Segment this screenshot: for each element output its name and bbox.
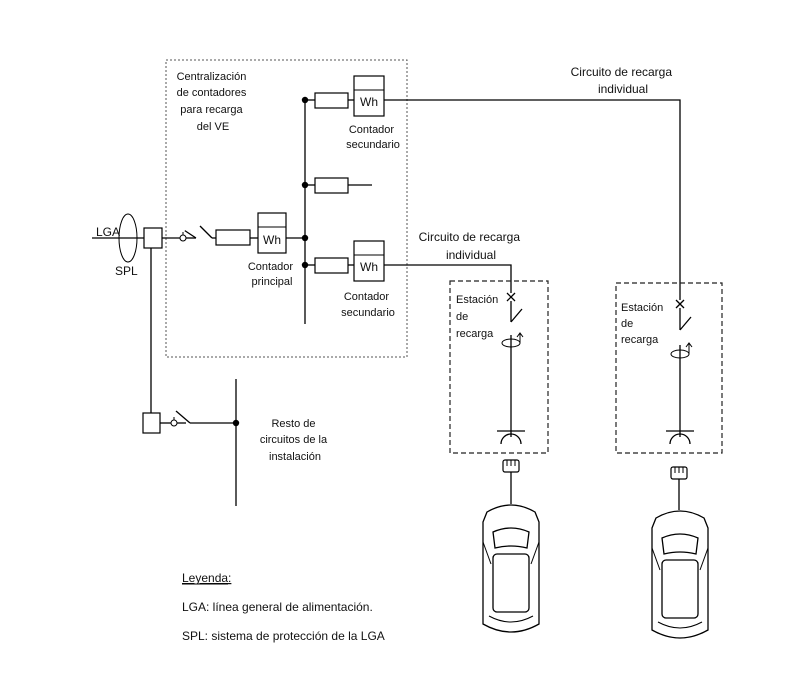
svg-text:Estación de recarg: Estación de recarga <box>621 302 666 346</box>
secondary-meter-bottom-label: Contador secundario <box>341 291 395 319</box>
circuit-line-right <box>384 99 681 300</box>
legend-title: Leyenda: <box>182 571 231 585</box>
legend-item: SPL: sistema de protección de la LGA <box>182 629 385 643</box>
circuit-middle-label: Circuito de recarga individual <box>419 230 524 262</box>
secondary-meter-top <box>353 75 385 117</box>
svg-text:Wh: Wh <box>360 95 378 109</box>
spl-protection-box <box>143 227 163 249</box>
spl-label: SPL <box>115 264 138 278</box>
secondary-meter-bottom <box>353 240 385 282</box>
secondary-meter-top-label: Contador secundario <box>346 124 400 151</box>
rest-circuits-label: Resto de circuitos de la instalación <box>260 418 330 463</box>
main-meter-label: Contador principal <box>248 261 296 288</box>
fuse-spare <box>314 177 349 194</box>
main-fuse <box>215 229 251 246</box>
fuse-bottom <box>314 257 349 274</box>
car-icon <box>482 504 540 633</box>
svg-text:Wh: Wh <box>263 233 281 247</box>
centralization-title: Centralización de contadores para recarg… <box>177 71 250 133</box>
legend-item: LGA: línea general de alimentación. <box>182 600 373 614</box>
charging-station-1: Estación de recarga <box>449 280 549 454</box>
circuit-right-label: Circuito de recarga individual <box>571 65 676 96</box>
charging-connector-1 <box>502 459 520 504</box>
main-meter <box>257 212 287 254</box>
svg-text:Wh: Wh <box>360 260 378 274</box>
fuse-top <box>314 92 349 109</box>
main-switch <box>184 230 197 239</box>
lga-label: LGA <box>96 225 120 239</box>
meter-centralization-enclosure <box>165 59 408 358</box>
circuit-line-middle <box>384 264 512 293</box>
charging-station-2: Estación de recarga <box>615 282 723 454</box>
svg-text:Estación de recarg: Estación de recarga <box>456 294 501 340</box>
charging-connector-2 <box>670 466 688 510</box>
secondary-protection-box <box>142 412 161 434</box>
car-icon <box>651 510 709 639</box>
legend: Leyenda: LGA: línea general de alimentac… <box>182 571 385 643</box>
